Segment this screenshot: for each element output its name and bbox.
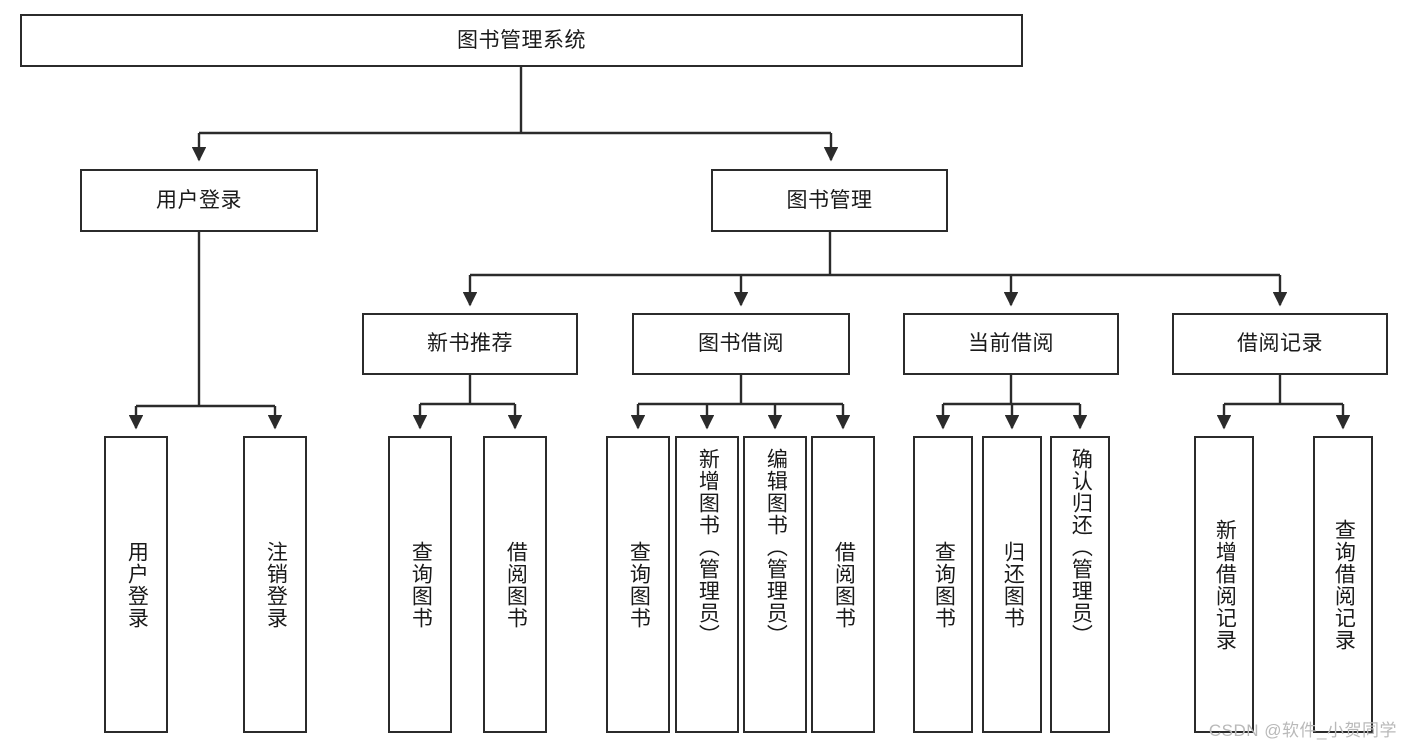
csdn-watermark: CSDN @软件_小贺同学 [1208,721,1397,740]
node-current-borrow[interactable]: 当前借阅 [903,313,1119,375]
node-leaf-borrow-book-1[interactable]: 借阅图书 [483,436,547,733]
node-leaf-query-book-1-label: 查询图书 [409,540,433,629]
node-book-manage-label: 图书管理 [786,188,873,212]
node-leaf-query-record-label: 查询借阅记录 [1332,518,1356,651]
node-leaf-borrow-book-2-label: 借阅图书 [832,540,856,629]
node-current-borrow-label: 当前借阅 [968,332,1054,356]
node-leaf-add-record-label: 新增借阅记录 [1213,518,1237,651]
node-leaf-query-book-3[interactable]: 查询图书 [913,436,973,733]
node-leaf-edit-book-label: 编辑图书（管理员） [764,448,788,646]
node-leaf-borrow-book-2[interactable]: 借阅图书 [811,436,875,733]
node-book-manage[interactable]: 图书管理 [711,169,948,232]
node-leaf-return-book[interactable]: 归还图书 [982,436,1042,733]
node-leaf-user-login[interactable]: 用户登录 [104,436,168,733]
node-leaf-return-book-label: 归还图书 [1001,540,1025,629]
node-leaf-query-book-3-label: 查询图书 [932,540,956,629]
node-book-borrow-label: 图书借阅 [698,332,784,356]
node-borrow-record[interactable]: 借阅记录 [1172,313,1388,375]
node-root-label: 图书管理系统 [457,28,586,52]
node-book-borrow[interactable]: 图书借阅 [632,313,850,375]
node-root[interactable]: 图书管理系统 [20,14,1023,67]
node-leaf-edit-book[interactable]: 编辑图书（管理员） [743,436,807,733]
node-new-book-rec[interactable]: 新书推荐 [362,313,578,375]
node-leaf-add-book[interactable]: 新增图书（管理员） [675,436,739,733]
node-leaf-add-record[interactable]: 新增借阅记录 [1194,436,1254,733]
node-leaf-query-record[interactable]: 查询借阅记录 [1313,436,1373,733]
node-leaf-query-book-2[interactable]: 查询图书 [606,436,670,733]
node-leaf-confirm-return-label: 确认归还（管理员） [1069,448,1093,646]
node-leaf-confirm-return[interactable]: 确认归还（管理员） [1050,436,1110,733]
node-leaf-user-login-label: 用户登录 [125,540,149,629]
node-leaf-add-book-label: 新增图书（管理员） [696,448,720,646]
node-borrow-record-label: 借阅记录 [1237,332,1323,356]
node-leaf-logout[interactable]: 注销登录 [243,436,307,733]
node-leaf-query-book-1[interactable]: 查询图书 [388,436,452,733]
node-leaf-borrow-book-1-label: 借阅图书 [504,540,528,629]
node-user-login[interactable]: 用户登录 [80,169,318,232]
node-new-book-rec-label: 新书推荐 [427,332,513,356]
node-leaf-query-book-2-label: 查询图书 [627,540,651,629]
node-leaf-logout-label: 注销登录 [264,540,288,629]
node-user-login-label: 用户登录 [156,188,242,212]
